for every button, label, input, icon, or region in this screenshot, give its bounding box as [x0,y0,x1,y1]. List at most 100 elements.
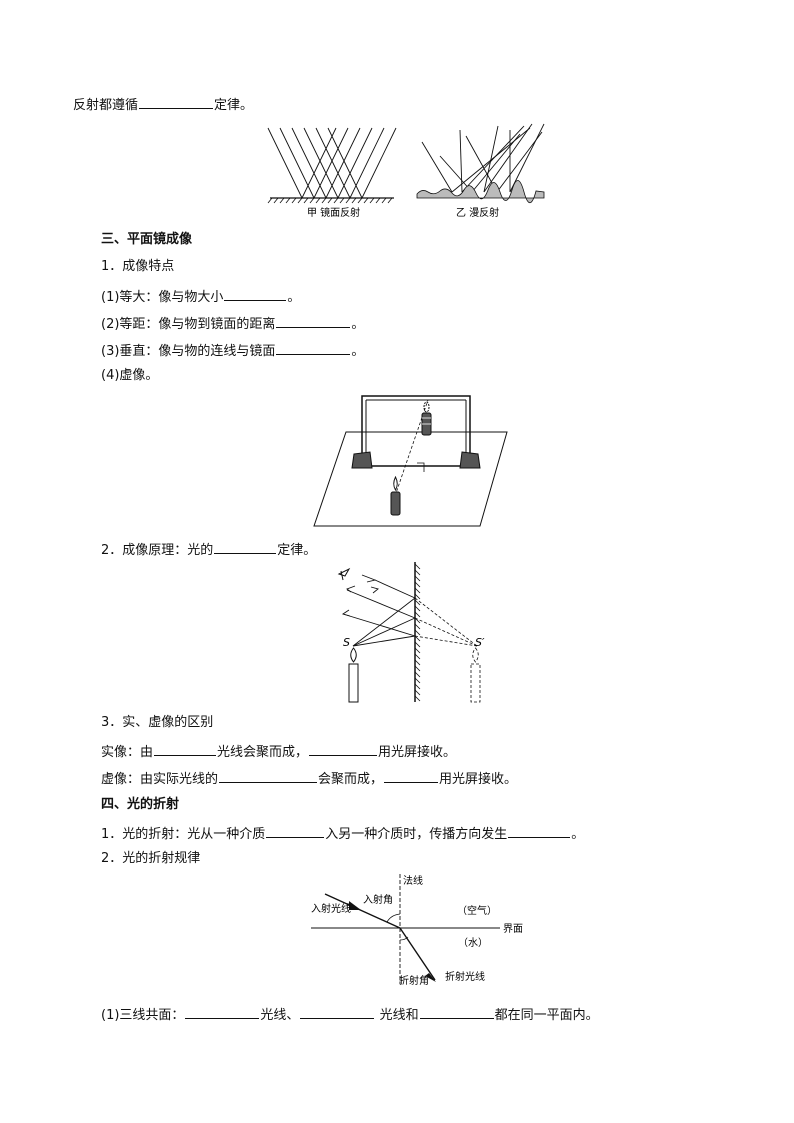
hatch-line [387,197,393,204]
diffuse-rays [421,123,545,193]
answer-blank[interactable] [309,741,378,756]
hatch-line [345,197,351,204]
reflected-ray [301,127,337,199]
answer-blank[interactable] [224,286,287,301]
reflected-ray [459,129,463,193]
principle-line: 2．成像原理：光的定律。 [101,539,316,560]
label-water: （水） [458,937,488,949]
hatch-line [414,671,421,678]
specular-rays [267,127,397,199]
answer-blank[interactable] [508,823,571,838]
intro-text: 反射都遵循 [73,98,139,113]
hatch-line [414,581,421,588]
hatch-line [414,641,421,648]
virtual-image-line: 虚像：由实际光线的会聚而成，用光屏接收。 [101,768,517,789]
answer-blank[interactable] [419,1004,494,1019]
hatch-line [414,623,421,630]
reflected-ray [483,125,499,193]
hatch-line [279,197,285,204]
stand-left [351,451,373,469]
incident-ray [471,133,521,193]
incident-ray [291,127,327,199]
hatch-line [414,647,421,654]
hatch-line [414,629,421,636]
incident-ray [279,127,315,199]
answer-blank[interactable] [214,539,277,554]
answer-blank[interactable] [276,313,351,328]
paragraph-title: 2．光的折射规律 [101,851,201,866]
hatch-line [351,197,357,204]
hatch-line [414,569,421,576]
refracted-ray [399,927,436,981]
answer-blank[interactable] [185,1004,260,1019]
connecting-line [394,399,429,497]
incident-ray [267,127,303,199]
hatch-line [414,593,421,600]
hatch-line [414,575,421,582]
reflected-ray [337,127,373,199]
hatch-line [375,197,381,204]
hatch-line [414,659,421,666]
label-s: S [343,636,350,649]
hatch-line [414,635,421,642]
hatch-line [303,197,309,204]
label-normal: 法线 [403,874,423,887]
reflected-ray [439,155,473,193]
candle-flame [393,475,398,491]
glass-frame [361,395,471,467]
answer-blank[interactable] [219,768,318,783]
reflected-ray [313,127,349,199]
hatch-line [381,197,387,204]
reflected-ray [421,141,453,193]
hatch-line [414,617,421,624]
refraction-definition: 1．光的折射：光从一种介质入另一种介质时，传播方向发生。 [101,823,584,844]
section-heading: 四、光的折射 [101,797,180,812]
answer-blank[interactable] [266,823,325,838]
table-plane [313,431,508,527]
hatch-line [414,605,421,612]
candle-flame [350,647,357,663]
hatch-line [369,197,375,204]
stand-right [459,451,481,469]
reflected-ray [349,127,385,199]
hatch-line [333,197,339,204]
hatch-line [414,653,421,660]
mirror-hatch [267,197,393,204]
paragraph-title: 3．实、虚像的区别 [101,715,214,730]
hatch-line [267,197,273,204]
reflected-ray [325,127,361,199]
hatch-line [414,665,421,672]
incident-ray [327,127,363,199]
hatch-line [339,197,345,204]
hatch-line [414,611,421,618]
incident-ray [303,127,339,199]
three-lines-coplanar: (1)三线共面：光线、 光线和都在同一平面内。 [101,1004,599,1025]
intro-line: 反射都遵循定律。 [73,94,253,115]
hatch-line [327,197,333,204]
candle [348,663,359,703]
hatch-line [414,683,421,690]
refraction-angle-arc [399,936,409,941]
reflected-ray [465,135,498,193]
item-1: (1)等大：像与物大小。 [101,286,300,307]
refraction-figure: 法线 入射角 入射光线 （空气） 界面 （水） 折射角 折射光线 [311,874,523,987]
label-interface: 界面 [503,923,523,935]
answer-blank[interactable] [139,94,214,109]
incident-ray [461,125,525,193]
label-incident-ray: 入射光线 [311,902,351,915]
incident-ray [509,123,545,193]
label-incident-angle: 入射角 [363,894,393,906]
mirror-experiment-figure [313,395,508,527]
label-refracted-ray: 折射光线 [445,970,485,983]
hatch-line [414,563,421,570]
eye-icon [337,567,351,581]
reflection-figure: 甲 镜面反射 乙 漫反射 [267,123,545,219]
answer-blank[interactable] [384,768,439,783]
item-4: (4)虚像。 [101,368,159,383]
answer-blank[interactable] [154,741,217,756]
paragraph-title: 1．成像特点 [101,259,175,274]
answer-blank[interactable] [276,340,351,355]
answer-blank[interactable] [300,1004,375,1019]
item-2: (2)等距：像与物到镜面的距离。 [101,313,364,334]
hatch-line [285,197,291,204]
